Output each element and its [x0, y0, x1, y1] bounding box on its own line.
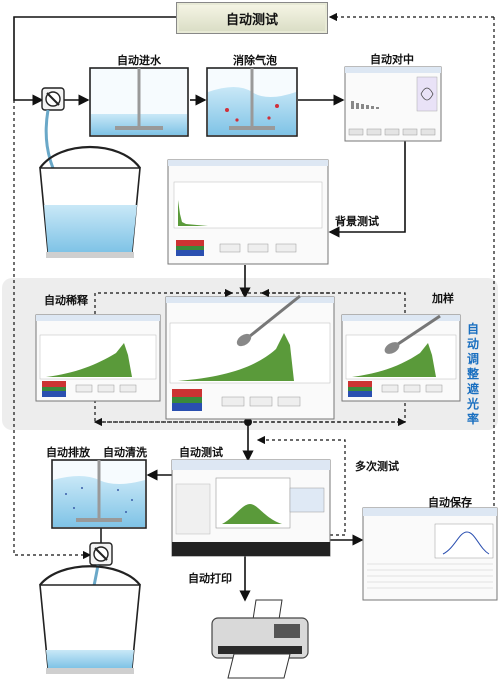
- dashed-multi-test-loop: [256, 435, 346, 536]
- window-auto-save: [362, 507, 498, 601]
- label-drain: 自动排放: [46, 446, 90, 459]
- spoon-icon-1: [236, 294, 301, 347]
- label-defoam: 消除气泡: [233, 54, 277, 67]
- valve-icon-2: [89, 542, 113, 566]
- valve-icon: [41, 87, 65, 111]
- label-background-test: 背景测试: [335, 215, 379, 228]
- label-auto-test: 自动测试: [179, 446, 223, 459]
- label-auto-obscuration: 自动调整遮光率: [466, 322, 479, 426]
- window-background-test: [167, 159, 329, 265]
- bucket-2: [39, 565, 141, 674]
- window-main: [165, 296, 335, 420]
- top-title: 自动测试: [176, 2, 328, 34]
- dashed-left-loop: [13, 100, 92, 560]
- label-multi-test: 多次测试: [355, 460, 399, 473]
- window-auto-center: [344, 66, 442, 142]
- window-add-sample: [341, 314, 461, 402]
- label-auto-center: 自动对中: [370, 53, 414, 66]
- label-auto-dilute: 自动稀释: [44, 294, 88, 307]
- tank-defoam: [206, 67, 298, 137]
- label-auto-water: 自动进水: [117, 54, 161, 67]
- bucket-1: [39, 145, 141, 258]
- arrow-center-to-background: [328, 140, 406, 238]
- label-auto-save: 自动保存: [428, 496, 472, 509]
- dashed-top-loop: [94, 292, 406, 320]
- window-dilute: [35, 314, 161, 402]
- label-clean: 自动清洗: [103, 446, 147, 459]
- arrow-title-to-valve: [13, 16, 176, 106]
- tank-water: [89, 67, 189, 137]
- junction-dot: [244, 418, 252, 426]
- printer-icon: [211, 599, 309, 679]
- window-auto-test: [171, 459, 331, 557]
- solid-arrows: [13, 16, 406, 602]
- tank-drain: [51, 459, 147, 529]
- label-auto-print: 自动打印: [188, 572, 232, 585]
- spoon-icon-2: [384, 314, 441, 354]
- label-add-sample: 加样: [432, 292, 454, 305]
